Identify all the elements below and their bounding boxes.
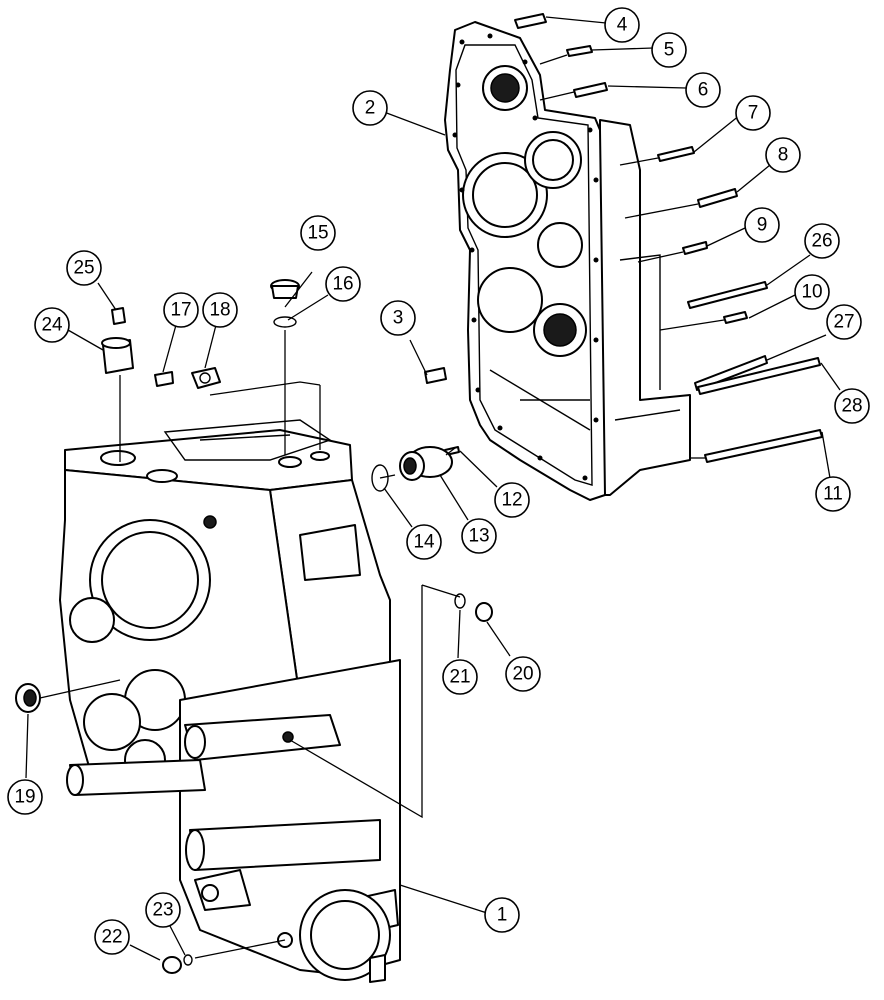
svg-text:13: 13	[468, 526, 489, 547]
callout-19: 19	[7, 779, 43, 815]
callout-26: 26	[804, 223, 840, 259]
svg-text:27: 27	[833, 312, 854, 333]
svg-text:1: 1	[497, 905, 508, 926]
svg-text:2: 2	[365, 98, 376, 119]
svg-text:26: 26	[811, 231, 832, 252]
callout-8: 8	[765, 137, 801, 173]
svg-text:22: 22	[101, 927, 122, 948]
callout-27: 27	[826, 304, 862, 340]
svg-text:10: 10	[801, 282, 822, 303]
callout-10: 10	[794, 274, 830, 310]
svg-text:16: 16	[332, 274, 353, 295]
callout-22: 22	[94, 919, 130, 955]
svg-text:6: 6	[698, 80, 709, 101]
svg-text:8: 8	[778, 145, 789, 166]
callout-leaders	[25, 16, 841, 961]
callout-20: 20	[505, 656, 541, 692]
rear-cover-plate	[444, 21, 691, 501]
svg-text:7: 7	[748, 103, 759, 124]
svg-text:14: 14	[413, 532, 435, 553]
svg-text:21: 21	[449, 667, 470, 688]
svg-text:28: 28	[841, 396, 862, 417]
svg-text:3: 3	[393, 308, 404, 329]
svg-text:24: 24	[41, 315, 63, 336]
main-housing	[59, 419, 401, 983]
callout-11: 11	[815, 476, 851, 512]
callout-3: 3	[380, 300, 416, 336]
callout-14: 14	[406, 524, 442, 560]
callout-15: 15	[300, 215, 336, 251]
callout-9: 9	[744, 207, 780, 243]
svg-text:25: 25	[73, 258, 94, 279]
assembly-lines	[39, 54, 725, 959]
callout-24: 24	[34, 307, 70, 343]
callout-6: 6	[685, 72, 721, 108]
svg-text:17: 17	[170, 300, 191, 321]
callout-7: 7	[735, 95, 771, 131]
callout-28: 28	[834, 388, 870, 424]
svg-text:4: 4	[617, 15, 628, 36]
callout-21: 21	[442, 659, 478, 695]
svg-text:12: 12	[501, 490, 522, 511]
callout-23: 23	[145, 892, 181, 928]
svg-text:9: 9	[757, 215, 768, 236]
callout-12: 12	[494, 482, 530, 518]
svg-text:18: 18	[209, 300, 230, 321]
small-parts	[15, 13, 823, 974]
callout-5: 5	[651, 32, 687, 68]
callout-16: 16	[325, 266, 361, 302]
svg-text:5: 5	[664, 40, 675, 61]
svg-text:20: 20	[512, 664, 533, 685]
callout-13: 13	[461, 518, 497, 554]
svg-text:15: 15	[307, 223, 328, 244]
callout-2: 2	[352, 90, 388, 126]
callout-25: 25	[66, 250, 102, 286]
callout-18: 18	[202, 292, 238, 328]
callout-1: 1	[484, 897, 520, 933]
roll-pin-4	[514, 13, 547, 29]
svg-text:11: 11	[823, 484, 843, 505]
svg-text:19: 19	[14, 787, 35, 808]
callout-4: 4	[604, 7, 640, 43]
callout-17: 17	[163, 292, 199, 328]
svg-text:23: 23	[152, 900, 173, 921]
